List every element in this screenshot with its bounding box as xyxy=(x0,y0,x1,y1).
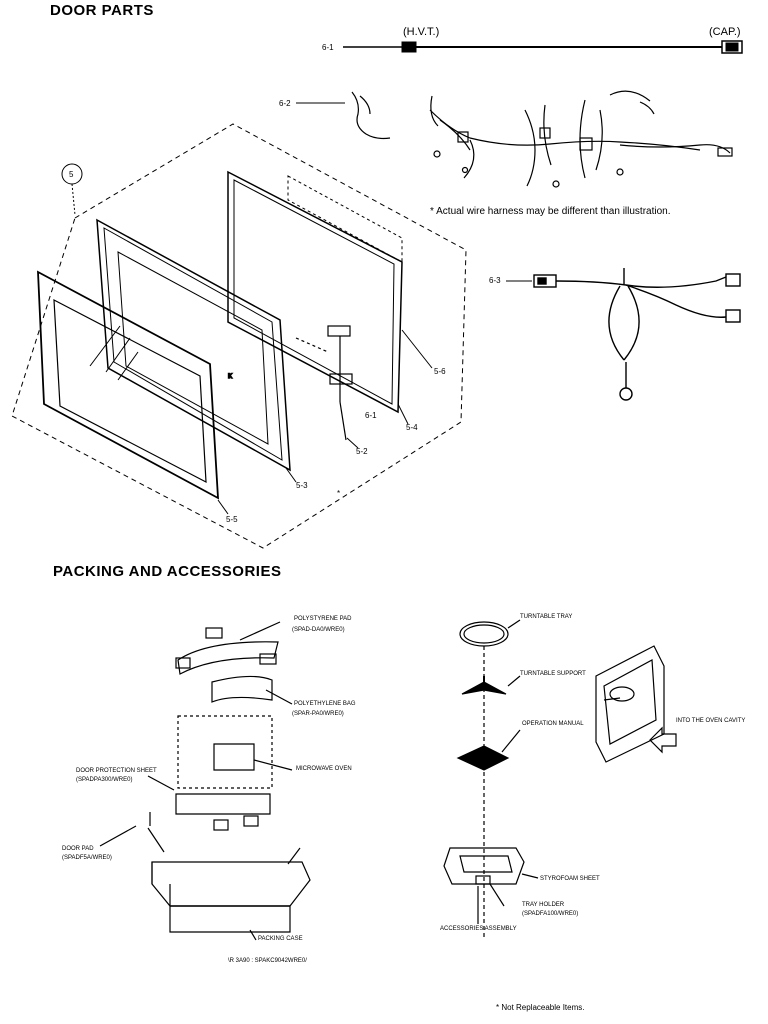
door-back-panel xyxy=(227,170,403,414)
accessories-exploded-view xyxy=(443,619,677,940)
callout-5-2: 5-2 xyxy=(356,447,368,456)
callout-6-1-wire: 6-1 xyxy=(322,43,334,52)
label-door-pad-code: (SPADF5A/WRE0) xyxy=(62,855,112,861)
label-polyethylene-bag-code: (SPAR-PA0/WRE0) xyxy=(292,711,344,717)
not-replaceable-note: * Not Replaceable Items. xyxy=(496,1003,585,1012)
label-packing-case: PACKING CASE xyxy=(258,936,303,942)
sensing-wire-harness xyxy=(533,268,741,401)
label-door-protection-code: (SPADPA300/WRE0) xyxy=(76,777,132,783)
label-accessories-assembly: ACCESSORIES ASSEMBLY xyxy=(440,926,517,932)
label-polystyrene-pad: POLYSTYRENE PAD xyxy=(294,616,352,622)
harness-note: * Actual wire harness may be different t… xyxy=(430,206,671,217)
door-latch-hook xyxy=(295,325,353,441)
door-front-panel xyxy=(37,270,219,500)
label-polyethylene-bag: POLYETHYLENE BAG xyxy=(294,701,356,707)
door-parts-title: DOOR PARTS xyxy=(50,2,154,19)
callout-5-marker: 5 xyxy=(61,163,83,216)
callout-5-5: 5-5 xyxy=(226,515,238,524)
label-microwave-oven: MICROWAVE OVEN xyxy=(296,766,352,772)
door-assembly-boundary xyxy=(11,123,467,549)
door-frame: ĸ xyxy=(96,218,291,472)
label-tray-holder: TRAY HOLDER xyxy=(522,902,565,908)
label-styrofoam-sheet: STYROFOAM SHEET xyxy=(540,876,600,882)
callout-6-3: 6-3 xyxy=(489,276,501,285)
svg-text:5: 5 xyxy=(69,170,74,179)
label-into-oven-cavity: INTO THE OVEN CAVITY xyxy=(676,718,745,724)
wire-harness-illustration xyxy=(351,90,733,188)
label-operation-manual: OPERATION MANUAL xyxy=(522,721,584,727)
label-tray-holder-code: (SPADFA100/WRE0) xyxy=(522,911,578,917)
callout-5-3: 5-3 xyxy=(296,481,308,490)
svg-text:ĸ: ĸ xyxy=(228,371,233,380)
callout-5-4: 5-4 xyxy=(406,423,418,432)
hvt-label: (H.V.T.) xyxy=(403,26,439,38)
cap-label: (CAP.) xyxy=(709,26,741,38)
packing-accessories-title: PACKING AND ACCESSORIES xyxy=(53,563,282,580)
callout-6-2-harness: 6-2 xyxy=(279,99,291,108)
packing-exploded-view xyxy=(99,621,311,941)
label-door-protection-sheet: DOOR PROTECTION SHEET xyxy=(76,768,157,774)
label-packing-case-code: \R 3A90 : SPAKC9042WRE0/ xyxy=(228,958,307,964)
hvt-cap-wire xyxy=(343,40,743,54)
callout-5-6: 5-6 xyxy=(434,367,446,376)
callout-6-1-latch: 6-1 xyxy=(365,411,377,420)
label-polystyrene-pad-code: (SPAD-DA0/WRE0) xyxy=(292,627,345,633)
label-door-pad: DOOR PAD xyxy=(62,846,94,852)
not-replaceable-star: * xyxy=(337,489,340,498)
label-turntable-support: TURNTABLE SUPPORT xyxy=(520,671,586,677)
label-turntable-tray: TURNTABLE TRAY xyxy=(520,614,572,620)
